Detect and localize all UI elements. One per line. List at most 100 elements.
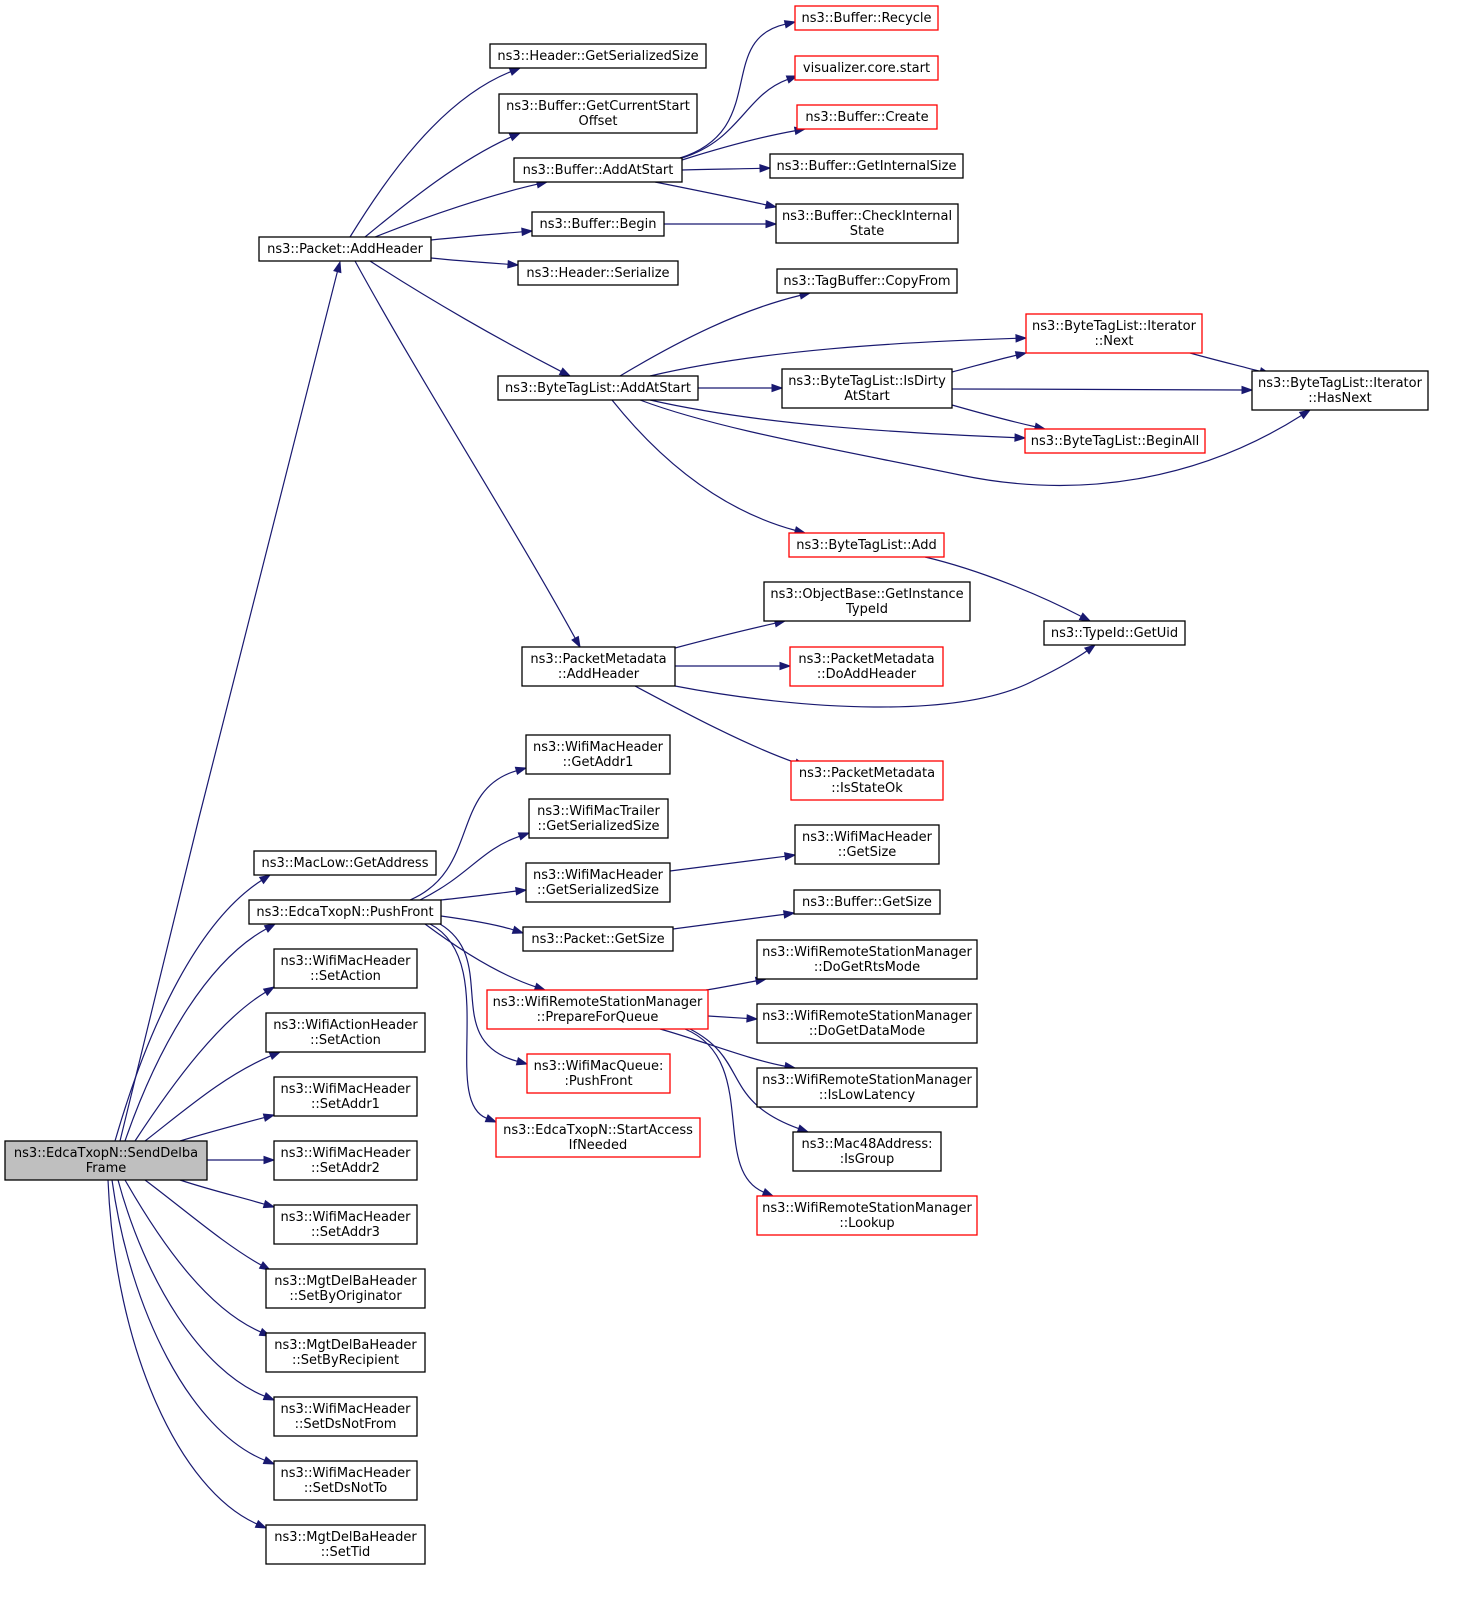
node-label-line: ::GetSerializedSize (537, 819, 659, 834)
node-setbyorig[interactable]: ns3::MgtDelBaHeader::SetByOriginator (265, 1268, 426, 1309)
node-setdsnotfrom[interactable]: ns3::WifiMacHeader::SetDsNotFrom (273, 1396, 418, 1437)
node-setdsnotto[interactable]: ns3::WifiMacHeader::SetDsNotTo (273, 1460, 418, 1501)
node-wrsm-rts[interactable]: ns3::WifiRemoteStationManager::DoGetRtsM… (756, 939, 978, 980)
node-label-line: ::AddHeader (558, 667, 640, 682)
node-box (265, 1332, 426, 1373)
node-buf-getinternalsize[interactable]: ns3::Buffer::GetInternalSize (769, 153, 964, 179)
edge-arrowhead (1014, 433, 1027, 442)
node-wmh-setaction[interactable]: ns3::WifiMacHeader::SetAction (273, 948, 418, 989)
edge-arrowhead (765, 219, 778, 229)
node-btl-it-hasnext[interactable]: ns3::ByteTagList::Iterator::HasNext (1251, 370, 1429, 411)
node-pkt-getsize[interactable]: ns3::Packet::GetSize (522, 926, 674, 952)
node-setaddr2[interactable]: ns3::WifiMacHeader::SetAddr2 (273, 1140, 418, 1181)
edge-arrowhead (514, 766, 528, 776)
node-label-line: ns3::WifiRemoteStationManager (762, 1201, 972, 1216)
node-add-header[interactable]: ns3::Packet::AddHeader (258, 236, 432, 262)
edge-arrowhead (1298, 409, 1312, 420)
node-wah-setaction[interactable]: ns3::WifiActionHeader::SetAction (265, 1012, 426, 1053)
node-box (1024, 428, 1206, 454)
node-label-line: ns3::PacketMetadata (798, 652, 934, 667)
edge-line (440, 915, 514, 931)
node-mac48-isgroup[interactable]: ns3::Mac48Address::IsGroup (792, 1131, 942, 1172)
node-buf-getsize[interactable]: ns3::Buffer::GetSize (793, 889, 941, 915)
node-box (4, 1140, 208, 1181)
edge-push_front-to-wmt_getsersize (419, 832, 531, 901)
edge-line (430, 257, 509, 265)
node-hdr-serialize[interactable]: ns3::Header::Serialize (517, 260, 679, 286)
node-label-line: AtStart (844, 389, 890, 404)
node-box (273, 1396, 418, 1437)
node-label-line: ns3::Packet::AddHeader (267, 242, 423, 257)
node-btl-addatstart[interactable]: ns3::ByteTagList::AddAtStart (497, 375, 699, 401)
edge-arrowhead (262, 1199, 276, 1209)
node-setbyrecip[interactable]: ns3::MgtDelBaHeader::SetByRecipient (265, 1332, 426, 1373)
node-btl-beginall[interactable]: ns3::ByteTagList::BeginAll (1024, 428, 1206, 454)
node-wmh-getsersize[interactable]: ns3::WifiMacHeader::GetSerializedSize (525, 862, 671, 903)
node-label-line: State (850, 224, 884, 239)
node-setaddr3[interactable]: ns3::WifiMacHeader::SetAddr3 (273, 1204, 418, 1245)
node-box (495, 1117, 701, 1158)
node-label-line: ns3::WifiMacHeader (280, 954, 411, 969)
node-label-line: ::SetAction (310, 969, 381, 984)
node-label-line: ::SetByOriginator (289, 1289, 402, 1304)
node-wrsm-prepare[interactable]: ns3::WifiRemoteStationManager::PrepareFo… (486, 989, 709, 1030)
node-box (253, 850, 437, 876)
edge-add_header-to-btl_addatstart (369, 260, 572, 377)
node-buf-create[interactable]: ns3::Buffer::Create (796, 104, 938, 130)
node-box (793, 889, 941, 915)
node-pm-isstateok[interactable]: ns3::PacketMetadata::IsStateOk (790, 760, 944, 801)
node-label-line: ::SetDsNotFrom (295, 1417, 397, 1432)
edge-line (689, 1028, 799, 1130)
node-btl-add[interactable]: ns3::ByteTagList::Add (788, 532, 945, 558)
node-pm-addheader[interactable]: ns3::PacketMetadata::AddHeader (521, 646, 676, 687)
node-tagbuf-copyfrom[interactable]: ns3::TagBuffer::CopyFrom (776, 268, 958, 294)
edge-arrowhead (779, 661, 792, 671)
node-label-line: ns3::EdcaTxopN::SendDelba (14, 1146, 198, 1161)
node-label-line: ::SetDsNotTo (304, 1481, 387, 1496)
edge-arrowhead (333, 260, 342, 274)
edge-btl_isdirty-to-btl_beginall (951, 404, 1047, 431)
edge-line (117, 1179, 265, 1397)
node-buf-addatstart[interactable]: ns3::Buffer::AddAtStart (513, 157, 683, 183)
node-label-line: ns3::WifiMacQueue: (534, 1059, 664, 1074)
node-buf-recycle[interactable]: ns3::Buffer::Recycle (794, 5, 939, 31)
node-buf-begin[interactable]: ns3::Buffer::Begin (531, 211, 665, 237)
node-pm-doaddheader[interactable]: ns3::PacketMetadata::DoAddHeader (789, 646, 944, 687)
edge-line (119, 271, 338, 1142)
node-get-address[interactable]: ns3::MacLow::GetAddress (253, 850, 437, 876)
node-typeid-getuid[interactable]: ns3::TypeId::GetUid (1043, 620, 1186, 646)
node-wmt-getsersize[interactable]: ns3::WifiMacTrailer::GetSerializedSize (528, 798, 669, 839)
node-wmh-getaddr1[interactable]: ns3::WifiMacHeader::GetAddr1 (525, 734, 671, 775)
node-wmh-getsize[interactable]: ns3::WifiMacHeader::GetSize (794, 824, 940, 865)
edge-push_front-to-pkt_getsize (440, 915, 525, 934)
edge-btl_addatstart-to-btl_it_next (649, 334, 1028, 377)
edge-arrowhead (507, 259, 520, 269)
node-wrsm-lowlat[interactable]: ns3::WifiRemoteStationManager::IsLowLate… (756, 1067, 978, 1108)
node-viz-start[interactable]: visualizer.core.start (794, 55, 939, 81)
edge-arrowhead (508, 132, 522, 142)
node-label-line: ::GetSize (838, 845, 897, 860)
node-box (528, 798, 669, 839)
node-label-line: ns3::MgtDelBaHeader (274, 1338, 417, 1353)
node-wrsm-lookup[interactable]: ns3::WifiRemoteStationManager::Lookup (756, 1195, 978, 1236)
node-label-line: ns3::WifiMacHeader (802, 830, 933, 845)
node-wrsm-data[interactable]: ns3::WifiRemoteStationManager::DoGetData… (756, 1003, 978, 1044)
edge-line (639, 399, 1302, 486)
node-label-line: TypeId (845, 602, 888, 617)
node-push-front[interactable]: ns3::EdcaTxopN::PushFront (248, 899, 442, 925)
node-settid[interactable]: ns3::MgtDelBaHeader::SetTid (265, 1524, 426, 1565)
edge-add_header-to-buf_getcurstart (364, 132, 522, 238)
node-setaddr1[interactable]: ns3::WifiMacHeader::SetAddr1 (273, 1076, 418, 1117)
edge-line (681, 78, 788, 159)
node-btl-it-next[interactable]: ns3::ByteTagList::Iterator::Next (1025, 313, 1203, 354)
node-label-line: ns3::WifiMacTrailer (537, 804, 660, 819)
node-hdr-getsersize[interactable]: ns3::Header::GetSerializedSize (489, 43, 707, 69)
node-label-line: ns3::Header::GetSerializedSize (497, 49, 698, 64)
node-wmq-pushfront[interactable]: ns3::WifiMacQueue::PushFront (526, 1053, 671, 1094)
